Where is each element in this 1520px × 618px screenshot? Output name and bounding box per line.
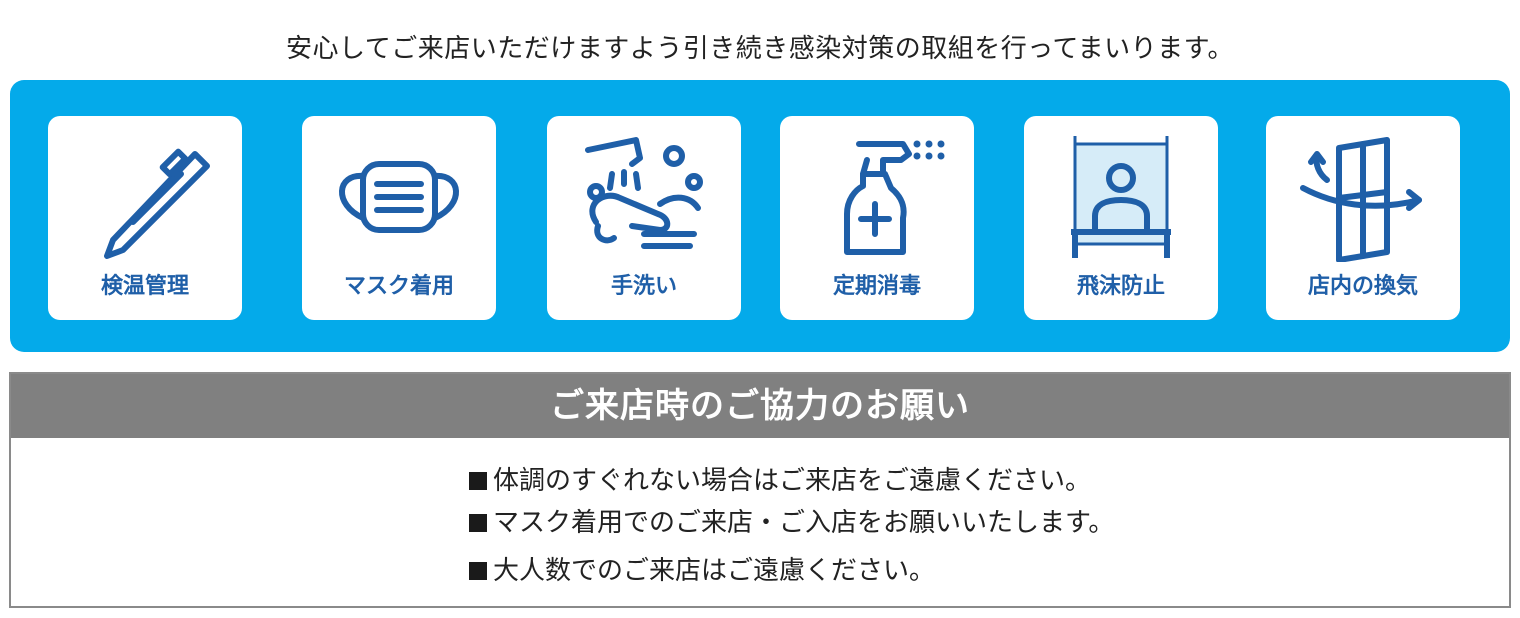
measure-label: 飛沫防止 <box>1076 274 1165 299</box>
measure-card-temperature: 検温管理 <box>48 116 242 320</box>
measure-card-splash-prevention: 飛沫防止 <box>1024 116 1218 320</box>
measure-label: 店内の換気 <box>1307 274 1418 299</box>
partition-icon <box>1071 136 1171 258</box>
ventilation-window-icon <box>1300 137 1422 262</box>
handwash-icon <box>585 137 703 249</box>
measure-label: 手洗い <box>610 274 677 299</box>
notice-item: 体調のすぐれない場合はご来店をご遠慮ください。 <box>469 460 1114 502</box>
intro-text: 安心してご来店いただけますよう引き続き感染対策の取組を行ってまいります。 <box>285 34 1235 64</box>
measure-card-mask: マスク着用 <box>302 116 496 320</box>
measure-card-ventilation: 店内の換気 <box>1266 116 1460 320</box>
notice-item: 大人数でのご来店はご遠慮ください。 <box>469 550 1114 592</box>
notice-title: ご来店時のご協力のお願い <box>11 374 1509 438</box>
square-bullet-icon <box>469 562 487 580</box>
square-bullet-icon <box>469 472 487 490</box>
cooperation-notice: ご来店時のご協力のお願い 体調のすぐれない場合はご来店をご遠慮ください。 マスク… <box>9 372 1511 608</box>
mask-icon <box>339 161 459 233</box>
measure-card-disinfection: 定期消毒 <box>780 116 974 320</box>
measure-label: 検温管理 <box>100 274 189 299</box>
disinfectant-spray-icon <box>844 140 945 255</box>
square-bullet-icon <box>469 514 487 532</box>
measure-card-handwash: 手洗い <box>547 116 741 320</box>
measure-label: マスク着用 <box>343 274 454 299</box>
notice-list: 体調のすぐれない場合はご来店をご遠慮ください。 マスク着用でのご来店・ご入店をお… <box>469 460 1114 592</box>
measures-band: 検温管理 マスク着用 <box>10 80 1510 352</box>
thermometer-icon <box>104 148 210 259</box>
notice-item: マスク着用でのご来店・ご入店をお願いいたします。 <box>469 502 1114 544</box>
measure-label: 定期消毒 <box>832 274 921 299</box>
